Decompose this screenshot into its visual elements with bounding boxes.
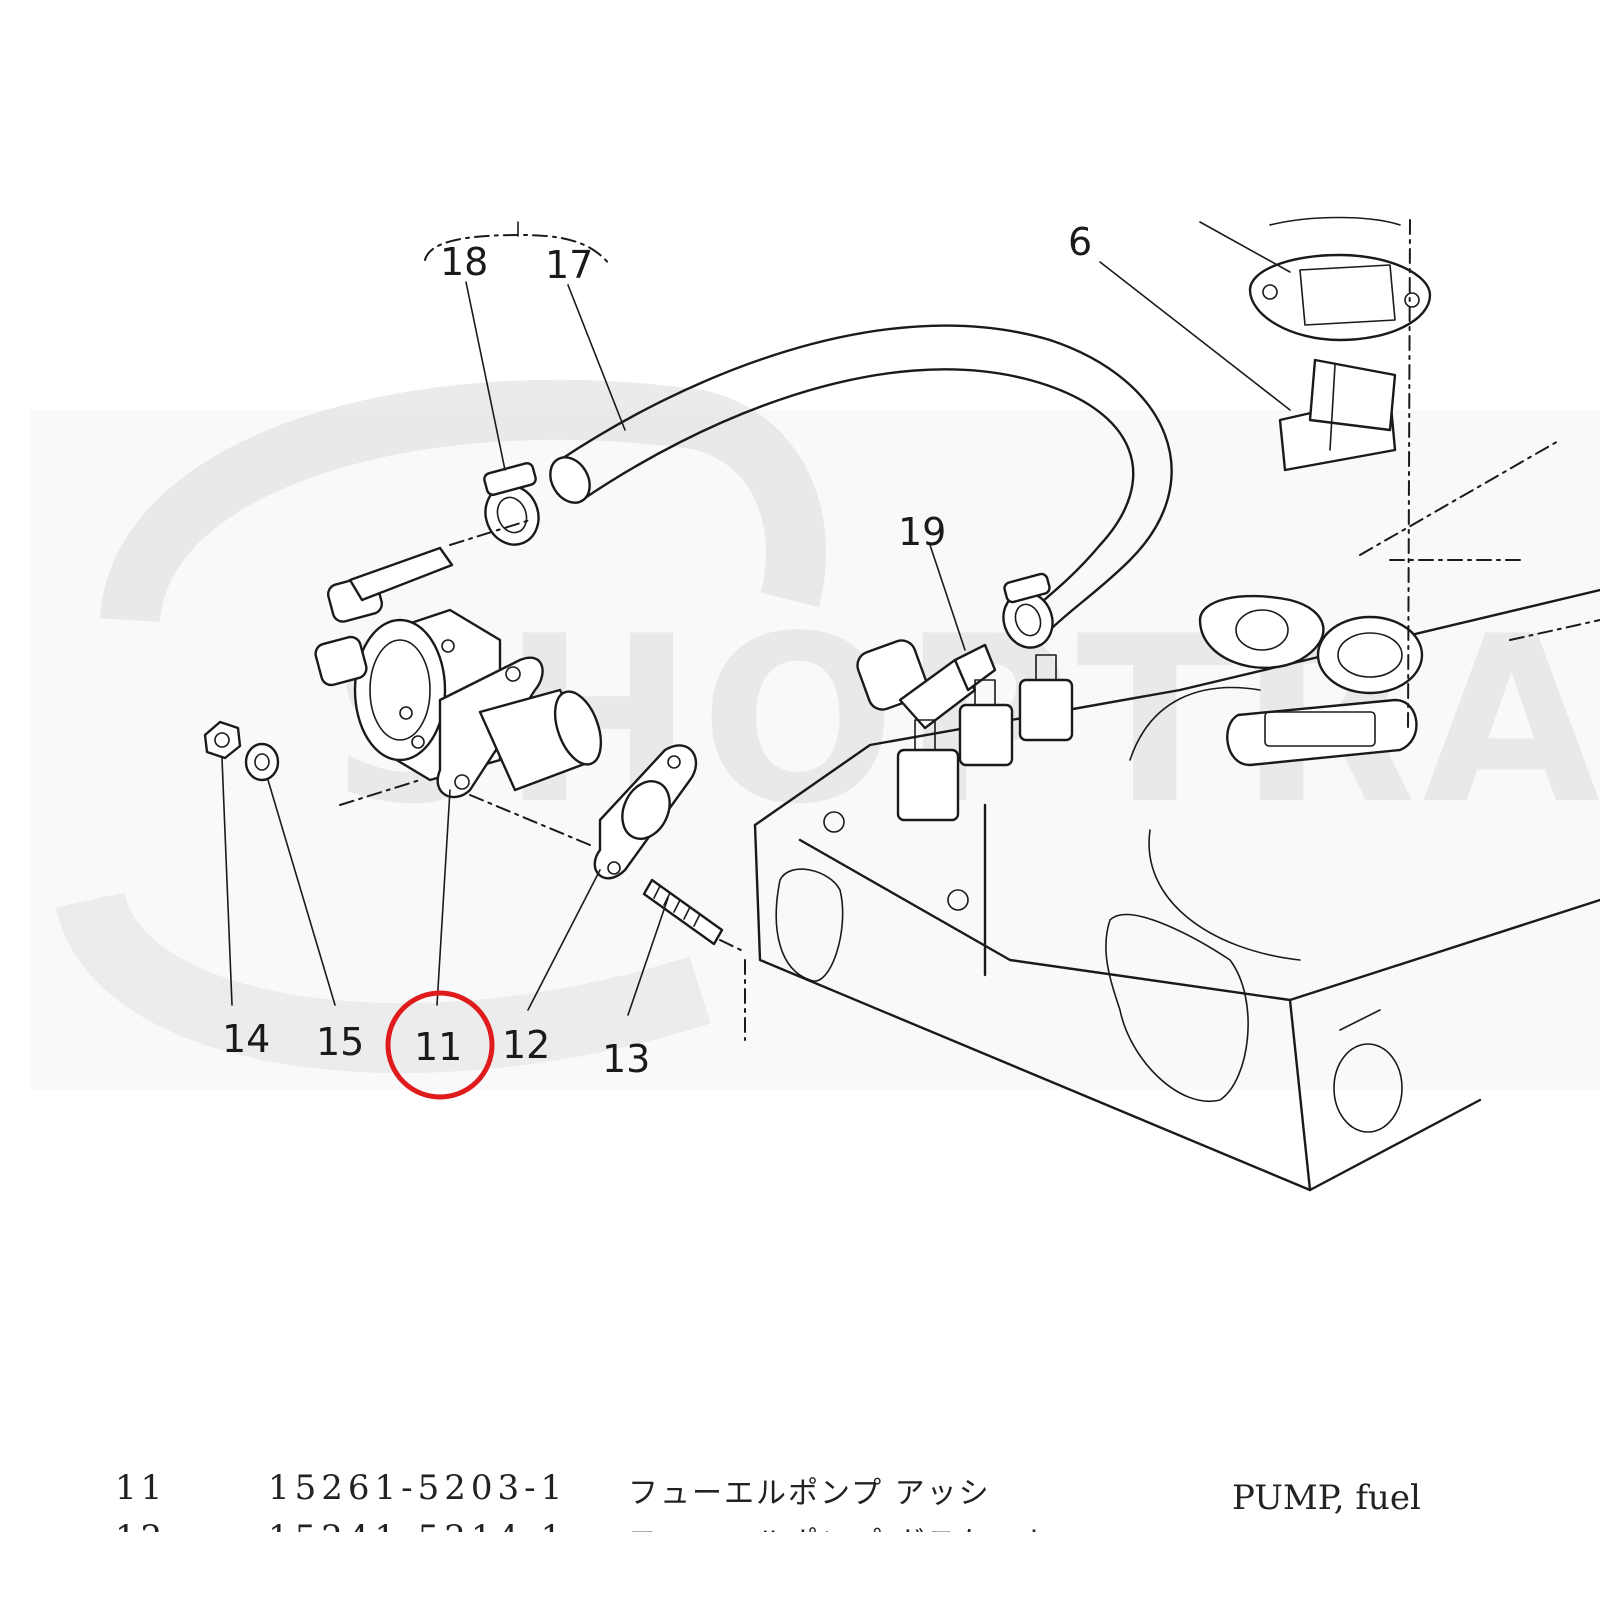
fuel-hose	[549, 324, 1173, 632]
part-name-japanese: フューエルポンプ アッシ	[628, 1476, 991, 1511]
manifold-gasket	[1248, 216, 1432, 342]
callout-12[interactable]: 12	[502, 1023, 550, 1067]
part-ref-number: 12	[115, 1518, 166, 1532]
callout-6[interactable]: 6	[1068, 220, 1092, 264]
callout-11[interactable]: 11	[414, 1025, 462, 1069]
part-ref-number: 11	[115, 1468, 167, 1508]
pump-gasket	[593, 744, 698, 880]
callout-highlight-ring	[385, 990, 495, 1100]
engine-block	[753, 588, 1600, 1192]
part-name-japanese: フューエルポンプ ガスケット	[628, 1518, 1055, 1532]
fuel-pump	[314, 546, 603, 799]
parts-list-row[interactable]: 11 15261-5203-1 フューエルポンプ アッシ PUMP, fuel	[0, 1468, 1600, 1518]
part-name-english: PUMP, fuel	[1232, 1478, 1421, 1518]
hose-clamp-lower	[1002, 572, 1054, 649]
fuel-fitting	[856, 639, 997, 730]
washer	[244, 742, 280, 782]
callout-13[interactable]: 13	[602, 1037, 650, 1081]
nut	[203, 720, 242, 760]
parts-list-row[interactable]: 12 15241-5214-1 フューエルポンプ ガスケット	[0, 1518, 1600, 1532]
leader-lines	[221, 261, 1291, 1016]
center-lines	[339, 219, 1600, 1041]
callout-15[interactable]: 15	[316, 1020, 364, 1064]
part-number: 15261-5203-1	[268, 1468, 568, 1508]
callout-17[interactable]: 17	[545, 243, 593, 287]
reed-valve	[1278, 358, 1397, 472]
callout-19[interactable]: 19	[898, 510, 946, 554]
callout-18[interactable]: 18	[440, 240, 488, 284]
thermostat-housing	[1198, 594, 1424, 767]
callout-labels: 18 17 6 19 14 15 11 12 13	[222, 220, 1092, 1081]
part-number: 15241-5214-1	[268, 1518, 567, 1532]
callout-14[interactable]: 14	[222, 1017, 270, 1061]
